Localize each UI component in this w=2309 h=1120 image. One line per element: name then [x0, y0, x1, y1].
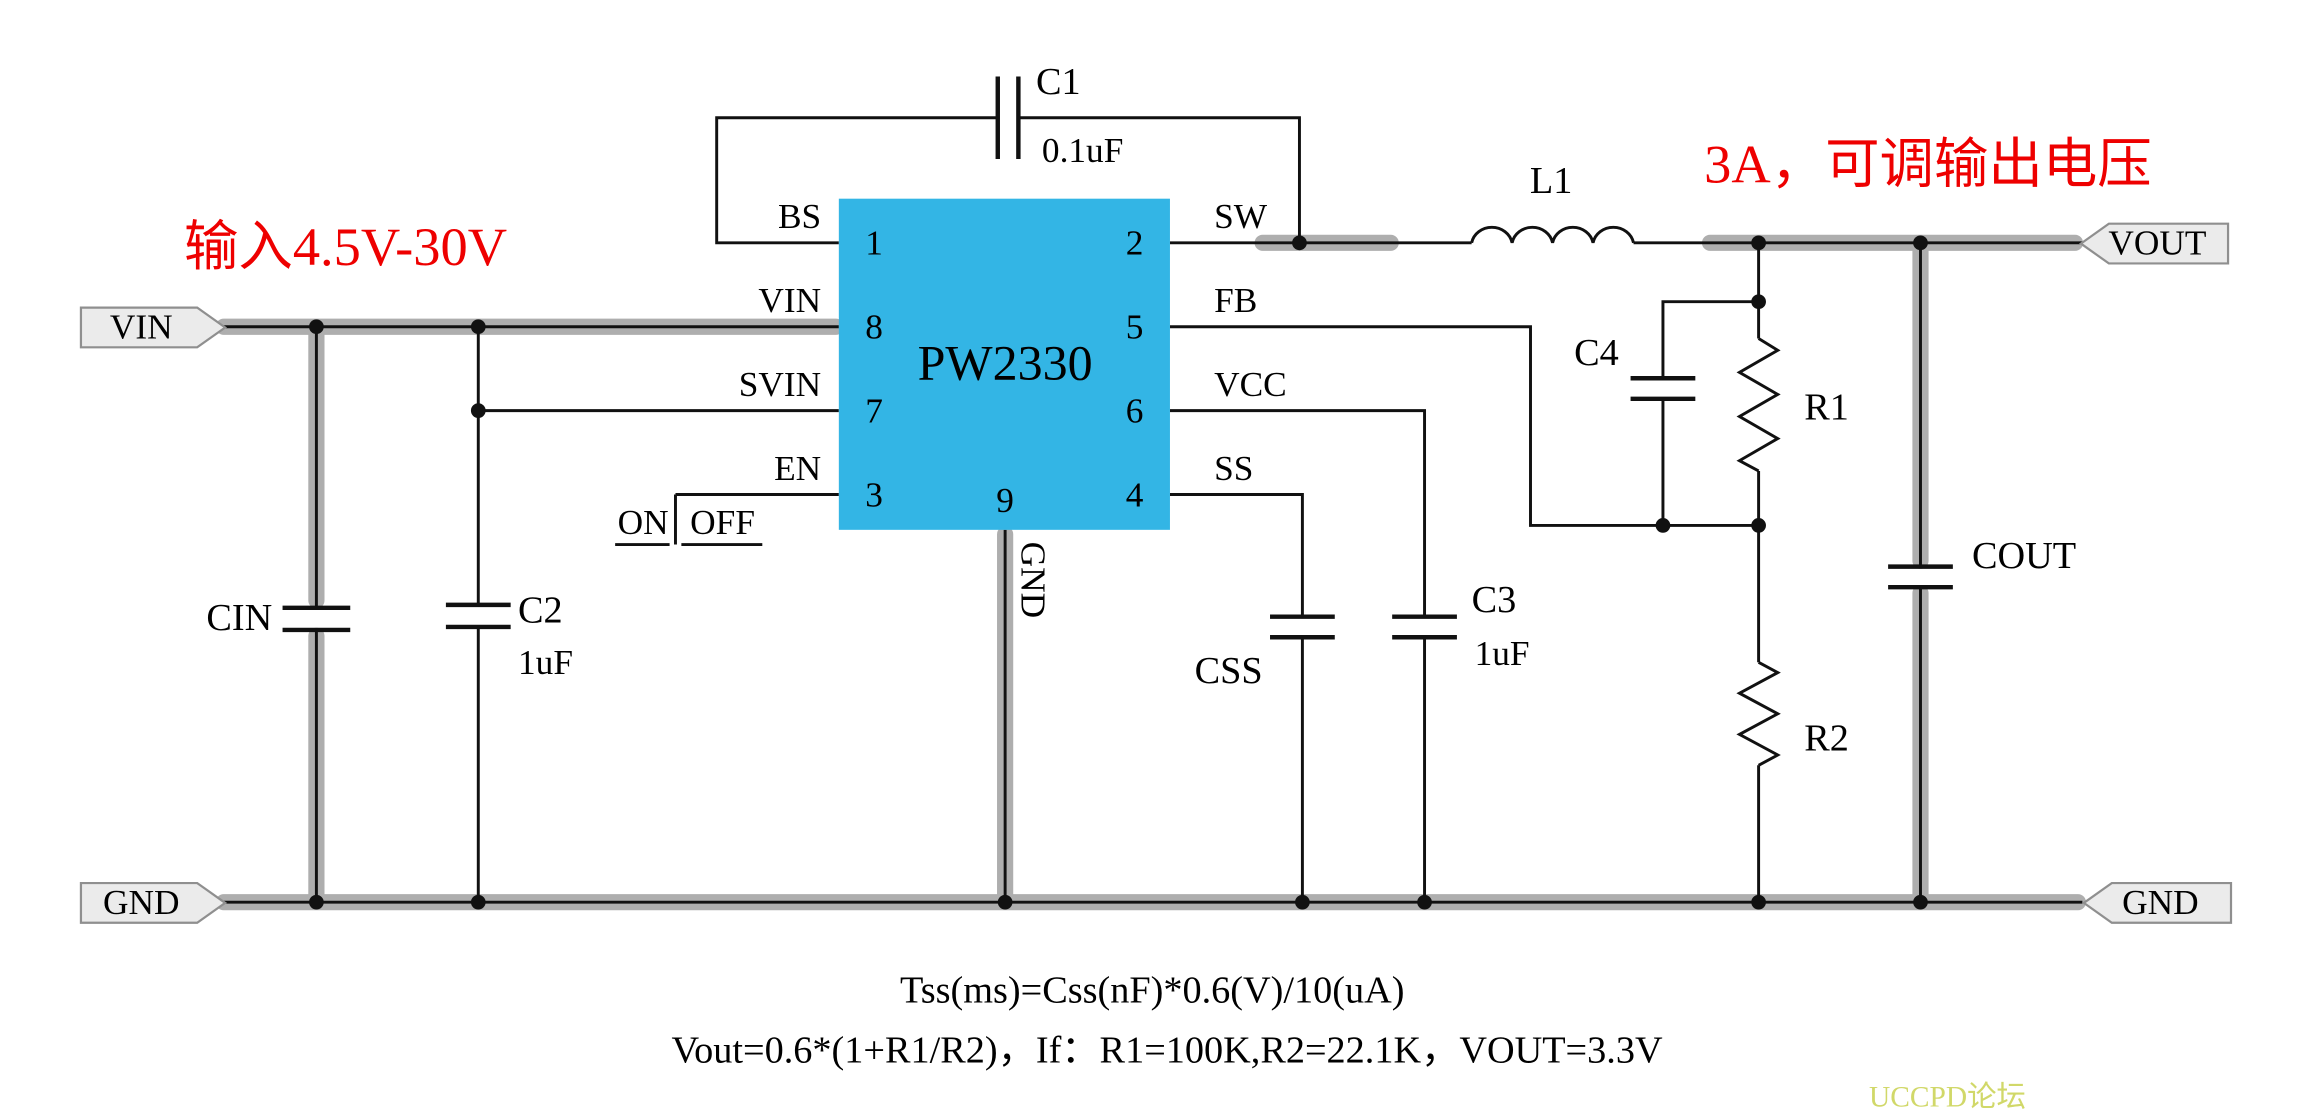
- junction-dot: [470, 894, 486, 910]
- pin-number-3: 3: [865, 475, 883, 514]
- label-r2: R2: [1804, 718, 1849, 760]
- value-c3: 1uF: [1475, 634, 1530, 673]
- wire-c4: [1661, 300, 1759, 526]
- watermark: UCCPD论坛: [1869, 1081, 2026, 1114]
- wire-fb: [1169, 325, 1759, 527]
- ic-body: [838, 198, 1170, 530]
- junction-dot: [470, 403, 486, 418]
- label-c3: C3: [1472, 579, 1517, 621]
- label-l1: L1: [1530, 160, 1572, 202]
- output-voltage-formula: Vout=0.6*(1+R1/R2)，If：R1=100K,R2=22.1K，V…: [671, 1030, 1662, 1072]
- pin-label-fb: FB: [1214, 281, 1257, 320]
- component-labels: C1 0.1uF L1 CIN C2 1uF CSS C3 1uF C4 R1 …: [206, 61, 2076, 759]
- port-vin-label: VIN: [110, 308, 173, 347]
- junction-dot: [1913, 235, 1928, 251]
- port-vout-tag: [2078, 222, 2230, 265]
- resistor-r2: [1736, 660, 1781, 767]
- label-r1: R1: [1804, 386, 1849, 428]
- cap-cin: [282, 605, 351, 633]
- pin-label-vcc: VCC: [1214, 365, 1287, 404]
- wire-en: [674, 493, 839, 545]
- cap-c2: [445, 602, 511, 630]
- junction-dot: [1417, 894, 1432, 910]
- value-c2: 1uF: [518, 643, 573, 682]
- wire-ss: [1169, 493, 1304, 903]
- pin-number-1: 1: [865, 224, 883, 263]
- pin-number-2: 2: [1126, 224, 1144, 263]
- pin-label-sw: SW: [1214, 197, 1268, 236]
- label-c4: C4: [1574, 332, 1619, 374]
- ic-pin-numbers: 1 2 8 5 7 6 3 4 9: [865, 224, 1143, 521]
- wire-vcc: [1169, 409, 1427, 903]
- wires: [220, 116, 2083, 904]
- junction-dot: [1751, 518, 1766, 533]
- cap-cout: [1888, 564, 1953, 590]
- resistor-r1: [1736, 337, 1781, 473]
- junction-dot: [470, 319, 486, 335]
- cap-c3: [1392, 614, 1457, 640]
- junction-dot: [1751, 235, 1766, 251]
- cap-c4: [1630, 376, 1696, 402]
- pin-label-gnd: GND: [1013, 542, 1052, 619]
- label-c2: C2: [518, 590, 563, 632]
- port-vout-label: VOUT: [2108, 224, 2206, 263]
- junction-dots: [309, 235, 1928, 910]
- ic-pin-labels: BS VIN SVIN EN SW FB VCC SS GND: [739, 197, 1287, 618]
- pin-number-6: 6: [1126, 391, 1144, 430]
- junction-dot: [1292, 235, 1307, 251]
- soft-start-formula: Tss(ms)=Css(nF)*0.6(V)/10(uA): [900, 969, 1404, 1011]
- pin-number-8: 8: [865, 308, 883, 347]
- port-gnd-right-tag: [2081, 881, 2233, 924]
- ic-name: PW2330: [918, 335, 1093, 391]
- junction-dot: [1751, 294, 1766, 310]
- port-gnd-right-label: GND: [2122, 883, 2199, 922]
- junction-dot: [309, 894, 324, 910]
- junction-dot: [1655, 518, 1671, 533]
- switch-off-label: OFF: [690, 503, 755, 542]
- input-range-annotation: 输入4.5V-30V: [184, 216, 507, 277]
- inductor-l1: [1470, 225, 1635, 244]
- pin-label-bs: BS: [778, 197, 821, 236]
- pin-number-5: 5: [1126, 308, 1144, 347]
- pin-label-en: EN: [774, 449, 821, 488]
- label-cin: CIN: [206, 597, 272, 639]
- wire-bs-loop: [715, 116, 1301, 245]
- port-vin-tag: [79, 306, 228, 349]
- pin-number-4: 4: [1126, 475, 1144, 514]
- label-c1: C1: [1036, 61, 1081, 103]
- label-css: CSS: [1195, 650, 1263, 692]
- junction-dot: [309, 319, 324, 335]
- cap-c1: [995, 76, 1021, 159]
- pin-label-svin: SVIN: [739, 365, 821, 404]
- ports: VIN GND VOUT GND: [79, 222, 2233, 924]
- pin-number-9: 9: [996, 481, 1014, 520]
- capacitor-plates: [282, 76, 1953, 640]
- port-gnd-left-label: GND: [103, 883, 180, 922]
- cap-css: [1270, 614, 1335, 640]
- junction-dot: [1751, 894, 1766, 910]
- pin-label-ss: SS: [1214, 449, 1253, 488]
- switch-on-label: ON: [618, 503, 669, 542]
- label-cout: COUT: [1972, 535, 2076, 577]
- pin-number-7: 7: [865, 391, 883, 430]
- output-spec-annotation: 3A，可调输出电压: [1704, 133, 2152, 194]
- junction-dot: [1295, 894, 1310, 910]
- value-c1: 0.1uF: [1042, 131, 1123, 170]
- junction-dot: [1913, 894, 1928, 910]
- pin-label-vin: VIN: [758, 281, 821, 320]
- port-gnd-left-tag: [79, 881, 228, 924]
- junction-dot: [997, 894, 1013, 910]
